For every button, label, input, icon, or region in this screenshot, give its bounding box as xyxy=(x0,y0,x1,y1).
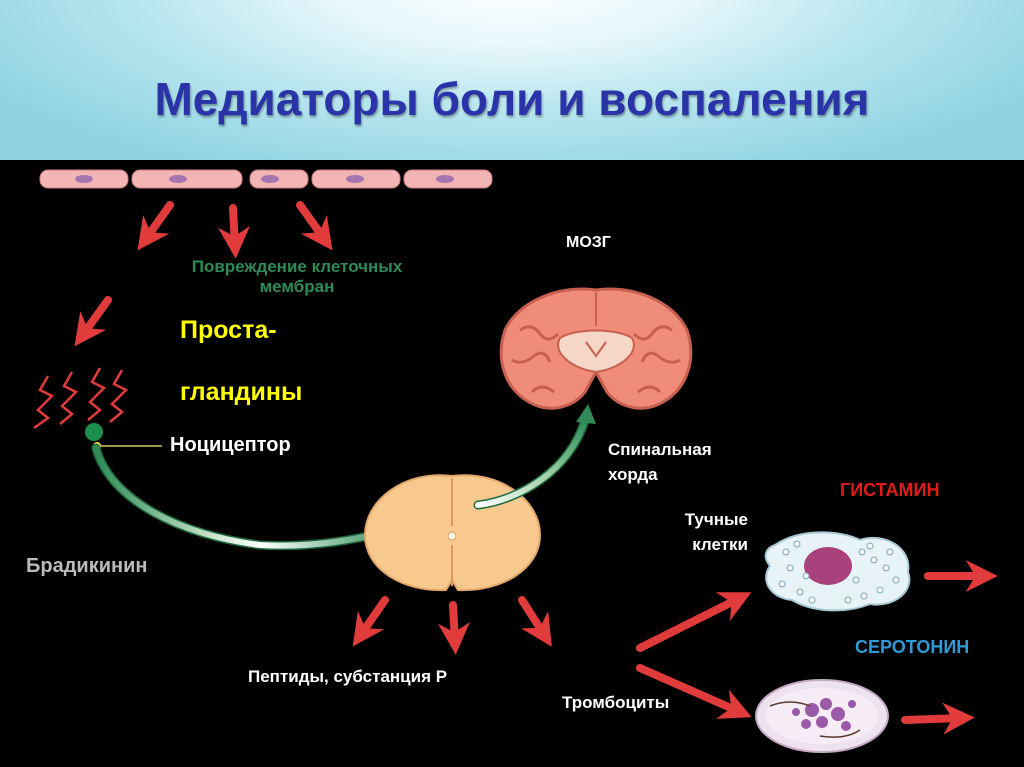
cell-membrane-strip xyxy=(39,169,493,189)
arrow-prostaglandins xyxy=(74,296,112,347)
mast-cells-line-2: клетки xyxy=(692,535,748,554)
serotonin-label: СЕРОТОНИН xyxy=(855,637,970,657)
title-banner xyxy=(0,0,1024,160)
bradykinin-label: Брадикинин xyxy=(26,555,148,577)
arrow-cord-1 xyxy=(352,596,389,647)
mast-cells-label: Тучные клетки xyxy=(668,507,748,557)
page-title: Медиаторы боли и воспаления xyxy=(154,73,870,125)
platelets-label: Тромбоциты xyxy=(562,693,670,712)
mast-cell xyxy=(764,531,911,612)
platelet xyxy=(755,679,889,753)
spinal-cord-line-1: Спинальная xyxy=(608,440,712,459)
arrow-serotonin-out xyxy=(901,702,975,735)
mast-cells-line-1: Тучные xyxy=(684,510,748,529)
ascending-tract xyxy=(475,417,588,508)
membrane-damage-label: Повреждение клеточных мембран xyxy=(152,257,442,298)
red-arrows xyxy=(74,201,998,735)
brain-label: МОЗГ xyxy=(566,234,611,251)
arrow-cord-3 xyxy=(518,596,552,647)
pain-signal-squiggles xyxy=(33,367,129,430)
brain-coronal-section xyxy=(499,287,693,410)
nociceptor-label: Ноцицептор xyxy=(170,434,291,456)
peptides-label: Пептиды, субстанция Р xyxy=(248,667,448,686)
arrow-membrane-2 xyxy=(218,204,250,259)
prostaglandins-label: Проста- гландины xyxy=(180,310,302,412)
afferent-nerve xyxy=(93,445,401,549)
membrane-damage-line-1: Повреждение клеточных xyxy=(191,257,403,276)
arrow-membrane-1 xyxy=(137,201,174,251)
arrow-to-mast-cell xyxy=(636,592,752,652)
membrane-damage-line-2: мембран xyxy=(259,277,335,297)
arrow-membrane-3 xyxy=(296,201,333,251)
arrow-to-platelet xyxy=(636,664,752,719)
prostaglandins-line-2: гландины xyxy=(180,378,303,406)
spinal-cord-label: Спинальная хорда xyxy=(608,437,712,487)
prostaglandins-line-1: Проста- xyxy=(180,316,277,344)
afferent-nerve-outline xyxy=(91,443,403,551)
spinal-cord-line-2: хорда xyxy=(608,465,658,484)
arrow-cord-2 xyxy=(437,601,470,655)
histamine-label: ГИСТАМИН xyxy=(840,480,940,500)
